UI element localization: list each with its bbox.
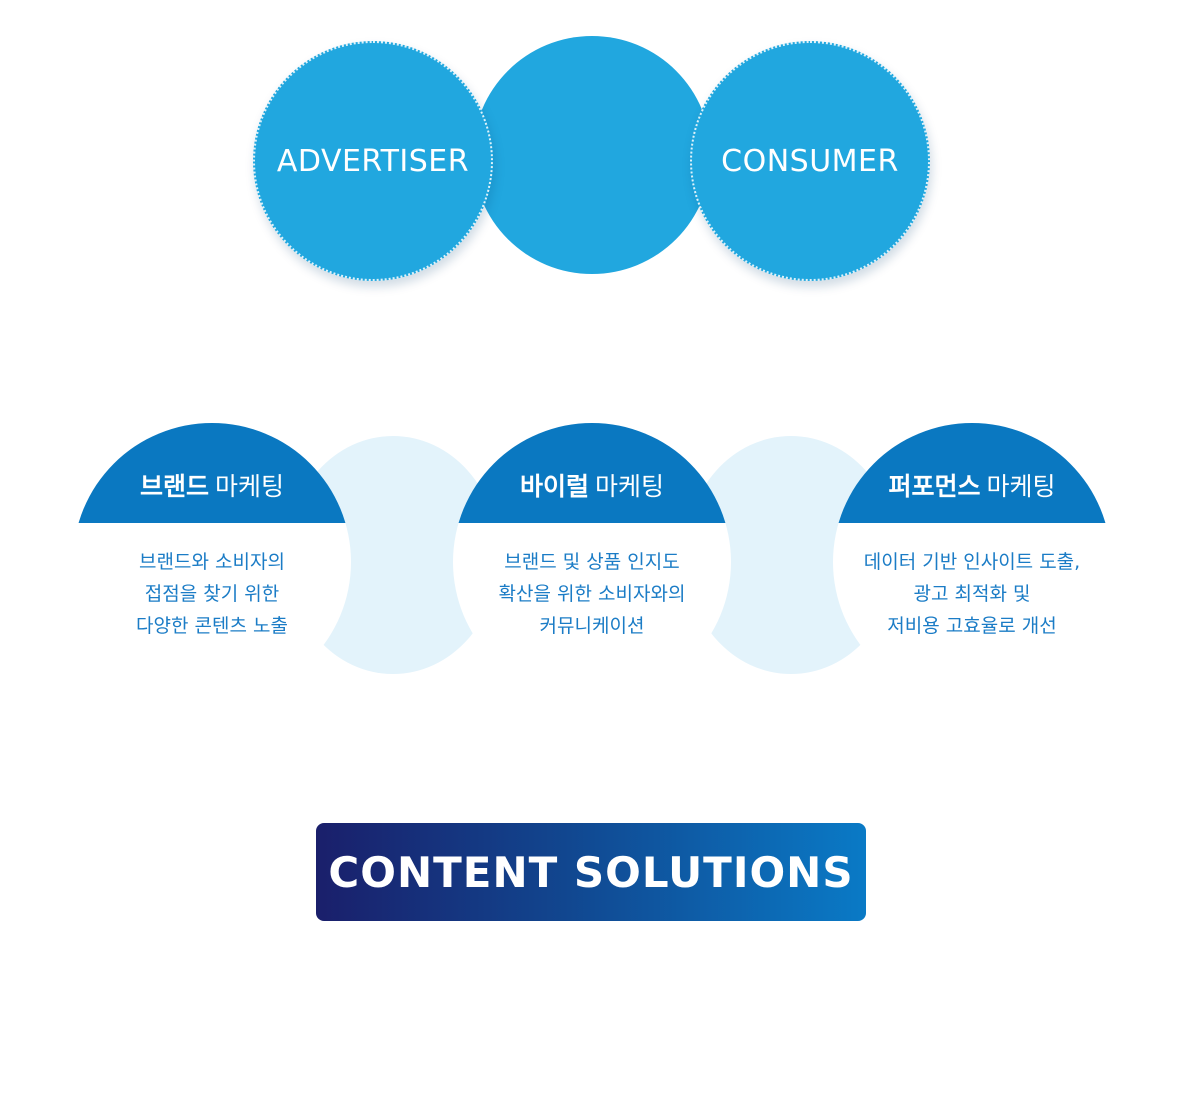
performance-marketing-description: 데이터 기반 인사이트 도출, 광고 최적화 및 저비용 고효율로 개선 — [833, 546, 1111, 642]
performance-marketing-title-light: 마케팅 — [986, 472, 1056, 501]
viral-marketing-title-light: 마케팅 — [595, 472, 665, 501]
brand-marketing-title-strong: 브랜드 — [139, 472, 209, 501]
venn-center-circle — [473, 36, 711, 274]
description-line: 브랜드 및 상품 인지도 — [504, 551, 680, 573]
viral-marketing-title-strong: 바이럴 — [519, 472, 589, 501]
description-line: 다양한 콘텐츠 노출 — [136, 615, 288, 637]
brand-marketing-description: 브랜드와 소비자의 접점을 찾기 위한 다양한 콘텐츠 노출 — [73, 546, 351, 642]
content-solutions-label: CONTENT SOLUTIONS — [328, 847, 854, 897]
description-line: 접점을 찾기 위한 — [144, 583, 280, 605]
description-line: 광고 최적화 및 — [913, 583, 1031, 605]
performance-marketing-title-strong: 퍼포먼스 — [888, 472, 981, 501]
content-solutions-banner: CONTENT SOLUTIONS — [316, 823, 866, 921]
advertiser-circle: ADVERTISER — [253, 41, 493, 281]
description-line: 확산을 위한 소비자와의 — [498, 583, 686, 605]
consumer-circle: CONSUMER — [690, 41, 930, 281]
description-line: 커뮤니케이션 — [539, 615, 645, 637]
consumer-label: CONSUMER — [721, 143, 899, 179]
description-line: 브랜드와 소비자의 — [139, 551, 285, 573]
brand-marketing-title-light: 마케팅 — [215, 472, 285, 501]
description-line: 저비용 고효율로 개선 — [887, 615, 1057, 637]
viral-marketing-description: 브랜드 및 상품 인지도 확산을 위한 소비자와의 커뮤니케이션 — [453, 546, 731, 642]
description-line: 데이터 기반 인사이트 도출, — [863, 551, 1081, 573]
advertiser-label: ADVERTISER — [276, 143, 470, 179]
